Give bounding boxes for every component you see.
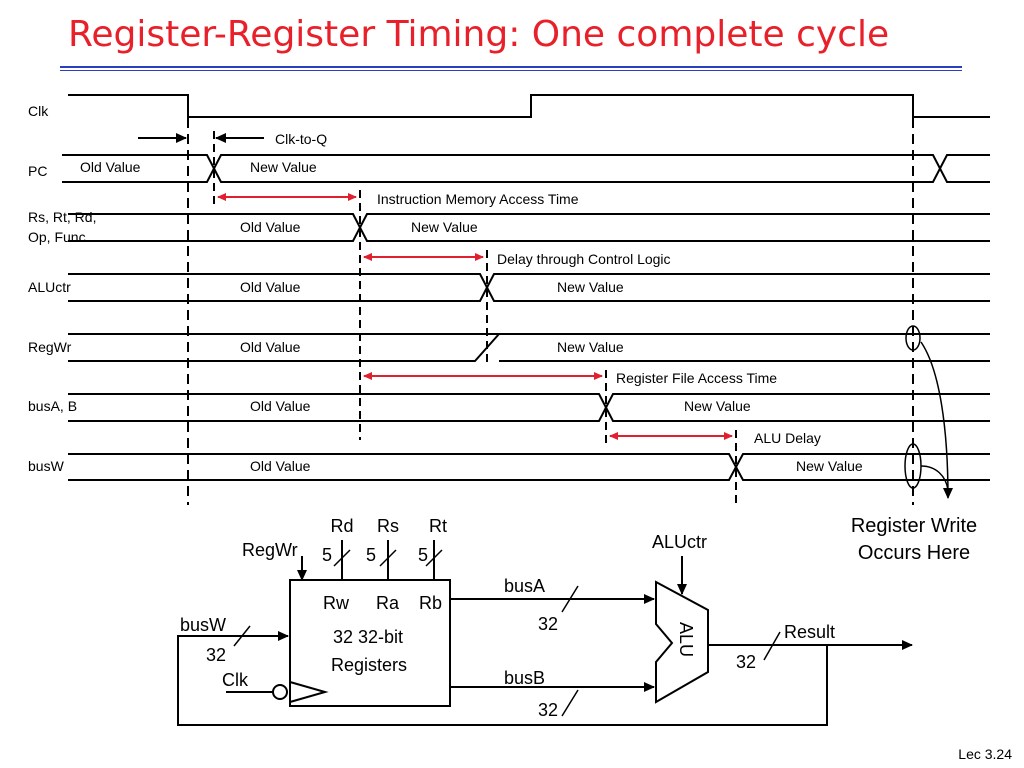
footer-slide-number: Lec 3.24 bbox=[958, 746, 1012, 762]
aluctr-bus bbox=[68, 273, 990, 302]
write-pointer-line bbox=[920, 341, 953, 499]
busb-slash bbox=[561, 689, 579, 717]
regwr-bus bbox=[68, 333, 990, 362]
rs-width-label: 5 bbox=[366, 545, 376, 565]
rs-rt-rd-bus bbox=[68, 213, 990, 242]
regwr-old-value: Old Value bbox=[240, 339, 301, 355]
aluctr-old-value: Old Value bbox=[240, 279, 301, 295]
register-file-label-1: 32 32-bit bbox=[333, 627, 403, 647]
rt-slash bbox=[425, 549, 443, 567]
busb-width-label: 32 bbox=[538, 700, 558, 720]
busw-new-value: New Value bbox=[796, 458, 863, 474]
rd-label: Rd bbox=[330, 516, 353, 536]
aluctr-label: ALUctr bbox=[652, 532, 707, 552]
signal-label-aluctr: ALUctr bbox=[28, 279, 71, 295]
rs-label: Rs bbox=[377, 516, 399, 536]
busab-bus bbox=[68, 393, 990, 422]
busa-slash bbox=[561, 585, 579, 613]
busw-old-value: Old Value bbox=[250, 458, 311, 474]
rt-width-label: 5 bbox=[418, 545, 428, 565]
register-file-box bbox=[289, 579, 451, 707]
signal-label-rs: Rs, Rt, Rd, bbox=[28, 209, 96, 225]
annotation-write-line2: Occurs Here bbox=[858, 542, 970, 564]
busw-label: busW bbox=[180, 615, 226, 635]
title-underline bbox=[60, 66, 962, 68]
annotation-imem: Instruction Memory Access Time bbox=[377, 191, 579, 207]
regwr-write-ellipse bbox=[905, 325, 921, 351]
busab-old-value: Old Value bbox=[250, 398, 311, 414]
annotation-alu-delay: ALU Delay bbox=[754, 430, 821, 446]
busw-slash bbox=[233, 625, 251, 647]
result-width-label: 32 bbox=[736, 652, 756, 672]
regwr-new-value: New Value bbox=[557, 339, 624, 355]
rs-slash bbox=[379, 549, 397, 567]
signal-label-clk: Clk bbox=[28, 103, 49, 119]
signal-label-busab: busA, B bbox=[28, 398, 77, 414]
busw-bus bbox=[68, 453, 990, 481]
busb-label: busB bbox=[504, 668, 545, 688]
rs-old-value: Old Value bbox=[240, 219, 301, 235]
annotation-clk-to-q: Clk-to-Q bbox=[275, 131, 327, 147]
rw-port-label: Rw bbox=[323, 593, 350, 613]
clk-bubble bbox=[272, 684, 288, 700]
datapath bbox=[177, 540, 913, 726]
pc-old-value: Old Value bbox=[80, 159, 141, 175]
pc-bus bbox=[62, 154, 990, 183]
annotation-control: Delay through Control Logic bbox=[497, 251, 671, 267]
rb-port-label: Rb bbox=[419, 593, 442, 613]
busw-write-ellipse bbox=[904, 443, 922, 489]
signal-label-op: Op, Func bbox=[28, 229, 86, 245]
signal-label-regwr: RegWr bbox=[28, 339, 72, 355]
annotation-regfile: Register File Access Time bbox=[616, 370, 777, 386]
alu-shape bbox=[655, 580, 709, 704]
signal-label-busw: busW bbox=[28, 458, 65, 474]
register-file-clock-triangle bbox=[289, 681, 329, 703]
result-slash bbox=[763, 631, 781, 661]
rt-label: Rt bbox=[429, 516, 447, 536]
clk-label: Clk bbox=[222, 670, 249, 690]
rs-new-value: New Value bbox=[411, 219, 478, 235]
result-label: Result bbox=[784, 622, 835, 642]
busw-width-label: 32 bbox=[206, 645, 226, 665]
timing-diagram bbox=[62, 94, 990, 505]
busw-feedback-wire bbox=[177, 631, 828, 726]
rd-slash bbox=[333, 549, 351, 567]
rd-width-label: 5 bbox=[322, 545, 332, 565]
register-file-label-2: Registers bbox=[331, 655, 407, 675]
signal-label-pc: PC bbox=[28, 163, 47, 179]
clk-waveform bbox=[68, 94, 990, 118]
ra-port-label: Ra bbox=[376, 593, 400, 613]
annotation-write-line1: Register Write bbox=[851, 515, 977, 537]
busa-width-label: 32 bbox=[538, 614, 558, 634]
slide-title: Register-Register Timing: One complete c… bbox=[68, 14, 890, 55]
write-pointer-line-2 bbox=[920, 465, 949, 491]
pc-new-value: New Value bbox=[250, 159, 317, 175]
busab-new-value: New Value bbox=[684, 398, 751, 414]
busa-label: busA bbox=[504, 576, 545, 596]
regwr-label: RegWr bbox=[242, 540, 298, 560]
title-underline-thin bbox=[60, 70, 962, 71]
alu-label: ALU bbox=[676, 622, 696, 657]
aluctr-new-value: New Value bbox=[557, 279, 624, 295]
